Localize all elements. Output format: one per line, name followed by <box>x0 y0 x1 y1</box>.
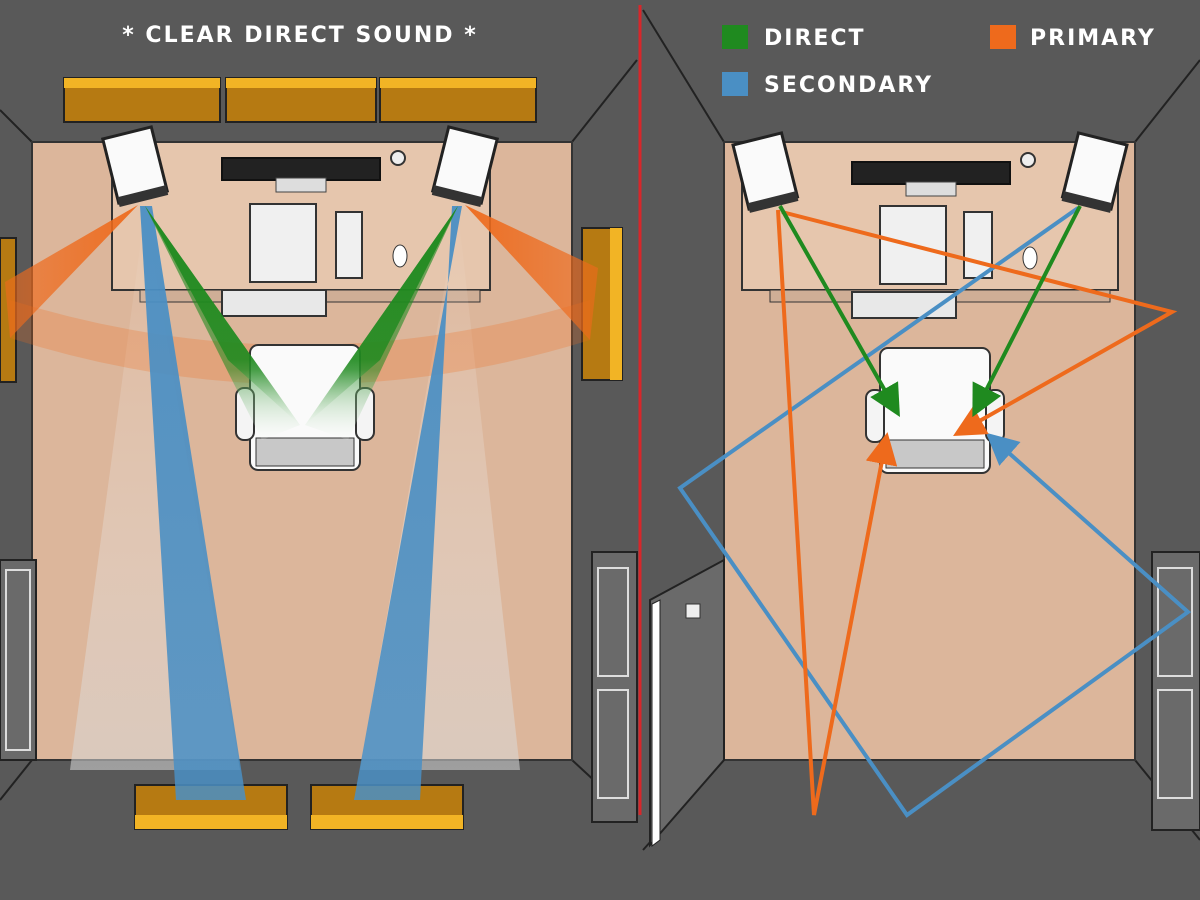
left-keyboard <box>221 289 327 317</box>
left-mixer <box>249 203 317 283</box>
right-speaker-l <box>731 131 800 213</box>
left-door-right <box>591 551 638 823</box>
left-mouse <box>392 244 408 268</box>
right-mouse <box>1022 246 1038 270</box>
left-top-panels <box>63 77 537 123</box>
legend-label-direct: DIRECT <box>764 26 866 51</box>
legend-label-primary: PRIMARY <box>1030 26 1156 51</box>
right-door-left <box>649 558 725 848</box>
legend-swatch-primary <box>990 25 1016 49</box>
left-monitor <box>221 157 381 181</box>
left-controller <box>335 211 363 279</box>
legend: DIRECT PRIMARY SECONDARY <box>722 25 1156 98</box>
left-speaker-r <box>430 125 500 207</box>
secondary-reflection-path <box>677 206 1192 818</box>
left-desk <box>111 141 491 317</box>
right-door-right <box>1151 551 1200 831</box>
direct-paths <box>778 205 1082 418</box>
left-speaker-l <box>100 125 170 207</box>
left-door <box>0 559 37 761</box>
legend-swatch-direct <box>722 25 748 49</box>
right-controller <box>963 211 993 279</box>
left-title: * CLEAR DIRECT SOUND * <box>122 23 477 48</box>
right-desk <box>741 141 1119 319</box>
left-chair <box>235 344 375 471</box>
right-monitor <box>851 161 1011 185</box>
left-green-beams <box>145 206 458 440</box>
legend-swatch-secondary <box>722 72 748 96</box>
right-chair <box>865 347 1005 474</box>
left-blue-beams <box>140 206 462 800</box>
left-bottom-panels <box>134 784 464 830</box>
legend-label-secondary: SECONDARY <box>764 73 933 98</box>
right-speaker-r <box>1060 131 1129 213</box>
primary-reflection-paths <box>776 209 1178 816</box>
